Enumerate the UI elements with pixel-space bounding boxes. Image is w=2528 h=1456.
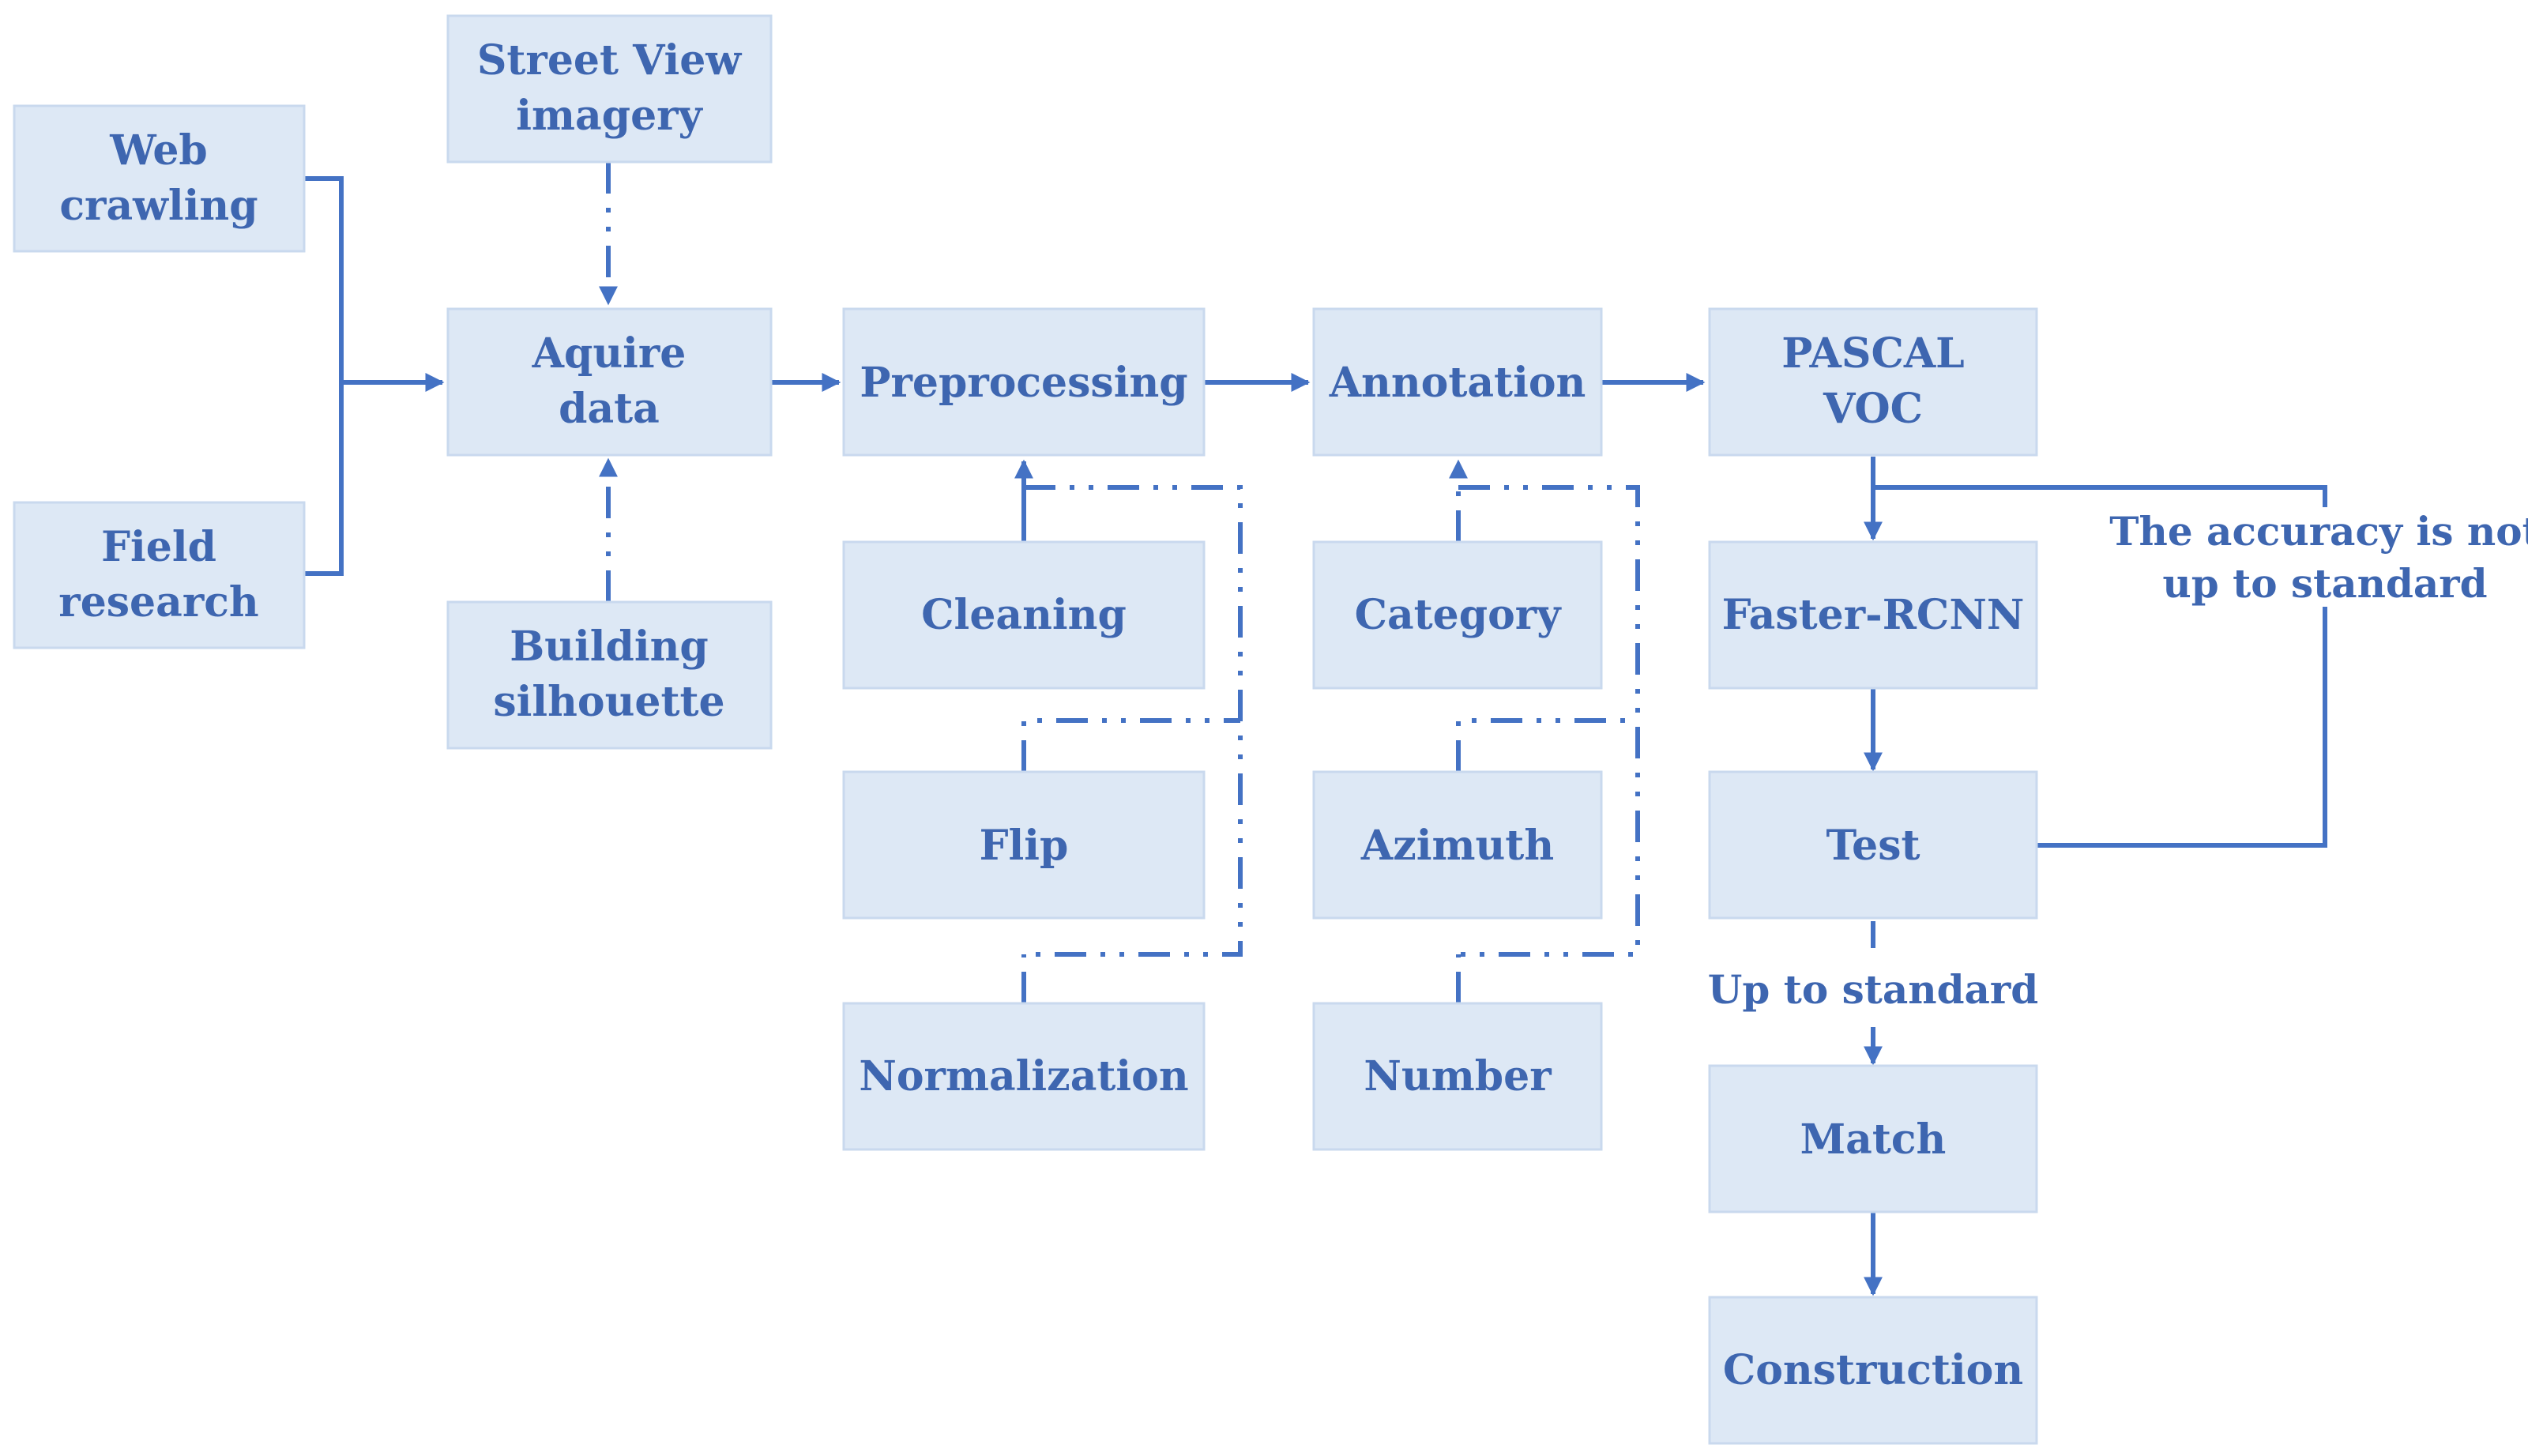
node-building-silhouette: Building silhouette <box>446 600 773 750</box>
edge-annotation-bracket <box>1458 485 1640 957</box>
node-faster-rcnn-label: Faster-RCNN <box>1722 591 2025 639</box>
node-field-research-line2: research <box>58 578 258 626</box>
node-pascal-voc: PASCAL VOC <box>1708 307 2038 457</box>
label-up-to-standard: Up to standard <box>1708 966 2038 1013</box>
node-annotation: Annotation <box>1312 307 1603 457</box>
label-not-standard-line1: The accuracy is not <box>2109 508 2528 555</box>
node-cleaning-label: Cleaning <box>921 591 1127 639</box>
node-construction-label: Construction <box>1723 1346 2023 1394</box>
node-construction: Construction <box>1708 1296 2038 1445</box>
node-building-silhouette-line1: Building <box>510 623 709 671</box>
node-web-crawling: Web crawling <box>13 104 306 253</box>
edge-web-crawling-merge <box>304 176 344 576</box>
label-accuracy-not-standard: The accuracy is not up to standard <box>2109 508 2528 607</box>
node-acquire-data: Aquire data <box>446 307 773 457</box>
node-building-silhouette-line2: silhouette <box>493 678 724 726</box>
node-match: Match <box>1708 1064 2038 1213</box>
node-number: Number <box>1312 1002 1603 1151</box>
node-flip-label: Flip <box>980 822 1069 870</box>
node-flip: Flip <box>842 770 1206 920</box>
edge-flip-bracket <box>1021 718 1240 772</box>
node-field-research: Field research <box>13 501 306 649</box>
node-street-view-line2: imagery <box>516 92 703 140</box>
node-pascal-voc-line2: VOC <box>1823 385 1923 433</box>
node-azimuth: Azimuth <box>1312 770 1603 920</box>
label-not-standard-line2: up to standard <box>2162 560 2487 607</box>
node-pascal-voc-line1: PASCAL <box>1781 329 1965 378</box>
node-cleaning: Cleaning <box>842 540 1206 690</box>
edge-azimuth-bracket <box>1456 718 1638 772</box>
node-category: Category <box>1312 540 1603 690</box>
node-preprocessing-label: Preprocessing <box>860 359 1187 407</box>
node-web-crawling-line1: Web <box>109 126 208 175</box>
node-number-label: Number <box>1364 1052 1552 1100</box>
edge-loop-top <box>1873 485 2327 507</box>
node-field-research-line1: Field <box>101 523 216 571</box>
node-category-label: Category <box>1355 591 1563 639</box>
node-normalization: Normalization <box>842 1002 1206 1151</box>
node-street-view-imagery: Street View imagery <box>446 14 773 164</box>
node-annotation-label: Annotation <box>1329 359 1586 407</box>
node-test: Test <box>1708 770 2038 920</box>
node-test-label: Test <box>1826 822 1920 870</box>
edge-loop-right <box>2037 607 2327 848</box>
node-acquire-data-line1: Aquire <box>532 329 687 378</box>
node-acquire-data-line2: data <box>559 385 660 433</box>
node-preprocessing: Preprocessing <box>842 307 1206 457</box>
node-normalization-label: Normalization <box>859 1052 1188 1100</box>
node-street-view-line1: Street View <box>477 36 743 85</box>
node-faster-rcnn: Faster-RCNN <box>1708 540 2038 690</box>
node-web-crawling-line2: crawling <box>59 182 258 230</box>
node-match-label: Match <box>1800 1116 1947 1164</box>
node-azimuth-label: Azimuth <box>1360 822 1554 870</box>
